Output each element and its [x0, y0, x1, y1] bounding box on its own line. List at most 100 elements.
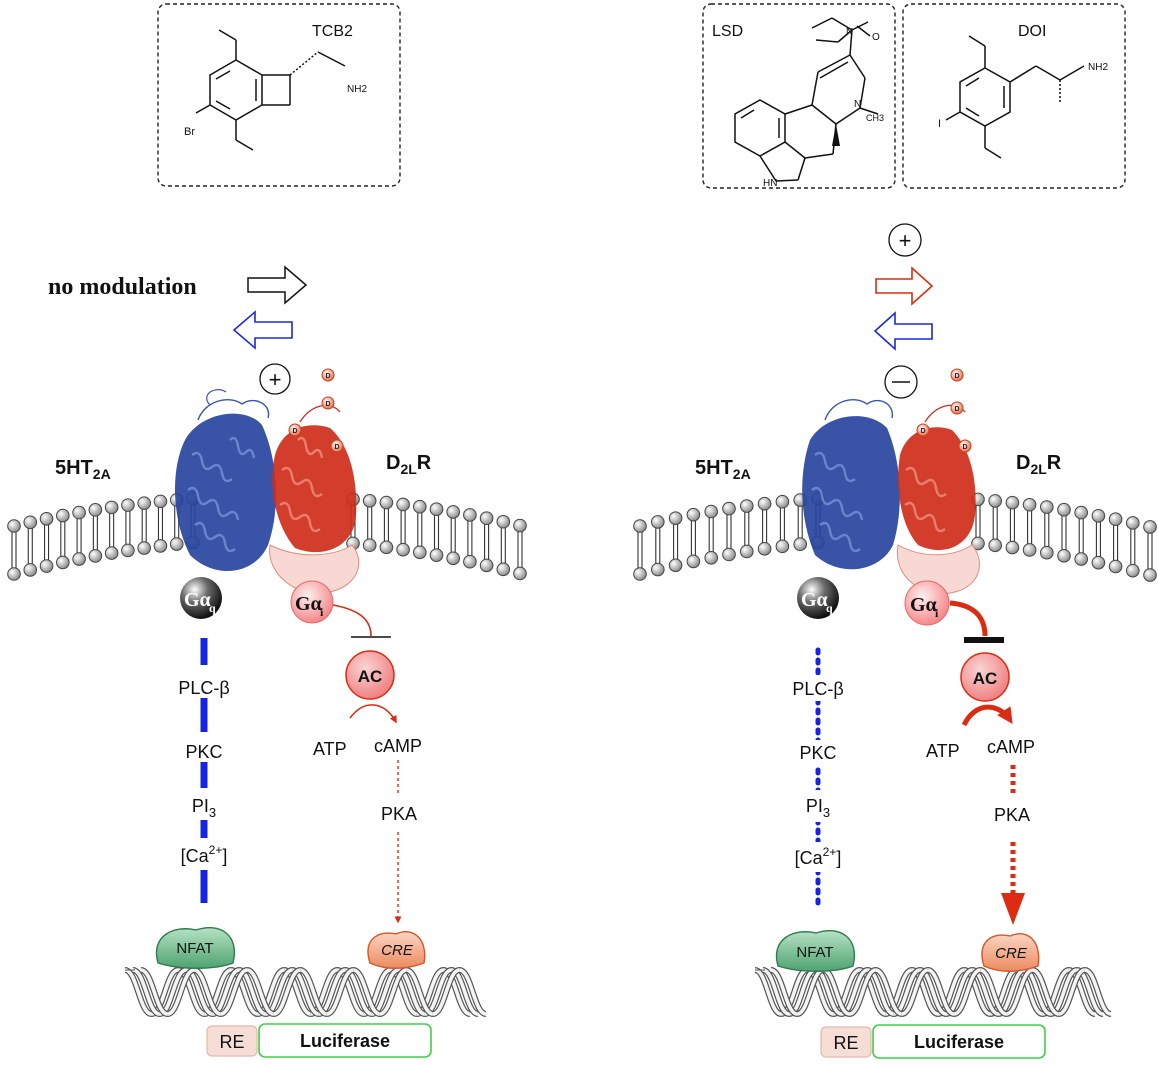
atp-to-camp-arrow: [349, 704, 397, 724]
arrow-left-blue-icon: [232, 310, 293, 350]
svg-text:+: +: [269, 367, 282, 392]
arrow-right-red-icon: [875, 266, 934, 306]
cre-element: CRE: [367, 931, 426, 969]
dopamine-ligand: D: [958, 439, 972, 453]
tcb2-structure-box: TCB2 Br NH2: [157, 3, 401, 187]
svg-text:AC: AC: [358, 667, 383, 686]
receptor-5ht2a-label: 5HT2A: [695, 457, 751, 482]
galpha-i-protein: Gα i: [290, 580, 334, 624]
lsd-structure: [734, 17, 879, 182]
dopamine-ligand: D: [321, 368, 335, 382]
receptor-5ht2a-protein: [802, 399, 900, 570]
svg-text:D: D: [325, 373, 330, 380]
nfat-factor: NFAT: [155, 927, 236, 969]
atp-to-camp-arrow: [961, 704, 1013, 727]
svg-text:i: i: [935, 606, 939, 620]
tcb2-nh2-atom: NH2: [347, 84, 367, 95]
plus-circle-icon: +: [888, 223, 922, 257]
galpha-i-protein: Gα i: [904, 580, 950, 626]
lsd-label: LSD: [712, 23, 743, 40]
nfat-factor: NFAT: [775, 930, 856, 972]
svg-text:Luciferase: Luciferase: [300, 1031, 390, 1051]
calcium-label: [Ca2+]: [181, 843, 228, 866]
doi-nh2-atom: NH2: [1088, 62, 1108, 73]
pi3-label: PI3: [192, 796, 216, 820]
lsd-o-atom: O: [872, 32, 880, 43]
dopamine-ligand: D: [950, 401, 964, 415]
dopamine-ligand: D: [916, 423, 930, 437]
svg-text:AC: AC: [973, 669, 998, 688]
dna-helix: [753, 967, 1113, 1017]
luciferase-box: Luciferase: [258, 1023, 432, 1058]
doi-i-atom: I: [938, 118, 941, 130]
svg-text:CRE: CRE: [995, 945, 1028, 962]
cre-element: CRE: [981, 933, 1040, 972]
no-modulation-label: no modulation: [48, 274, 197, 300]
svg-text:RE: RE: [219, 1032, 244, 1052]
svg-text:D: D: [292, 428, 297, 435]
cell-membrane: [633, 491, 1157, 582]
galpha-q-protein: Gα q: [180, 577, 222, 619]
svg-text:+: +: [899, 228, 912, 253]
calcium-label: [Ca2+]: [795, 845, 842, 868]
lsd-structure-box: LSD N O N CH3 HN: [702, 3, 896, 189]
svg-text:q: q: [826, 601, 833, 615]
lsd-hn-atom: HN: [763, 178, 777, 189]
atp-label: ATP: [313, 739, 347, 759]
lsd-n2-atom: N: [854, 99, 861, 110]
receptor-5ht2a-protein: [174, 389, 276, 572]
tcb2-structure: [195, 29, 346, 151]
dopamine-ligands: D D D D: [288, 368, 344, 453]
receptor-d2lr-protein: [269, 404, 360, 594]
svg-text:RE: RE: [833, 1033, 858, 1053]
camp-label: cAMP: [374, 736, 422, 756]
doi-structure: [945, 35, 1085, 159]
lsd-ch3-atom: CH3: [866, 113, 884, 123]
svg-text:NFAT: NFAT: [796, 944, 833, 961]
svg-text:D: D: [962, 444, 967, 451]
receptor-5ht2a-label: 5HT2A: [55, 457, 111, 482]
svg-text:D: D: [920, 428, 925, 435]
pi3-label: PI3: [806, 796, 830, 820]
pka-to-cre-arrow: [1001, 842, 1025, 925]
doi-structure-box: DOI I NH2: [902, 3, 1126, 189]
re-box: RE: [820, 1026, 872, 1058]
tcb2-label: TCB2: [312, 23, 353, 40]
plc-beta-label: PLC-β: [178, 678, 229, 698]
right-panel: + − 5HT2A D2LR: [633, 223, 1157, 1059]
svg-text:Gα: Gα: [295, 593, 322, 615]
pkc-label: PKC: [185, 742, 222, 762]
camp-label: cAMP: [987, 737, 1035, 757]
svg-text:NFAT: NFAT: [176, 940, 213, 957]
dopamine-ligand: D: [330, 439, 344, 453]
svg-text:i: i: [320, 605, 324, 619]
plus-circle-icon: +: [259, 363, 291, 395]
svg-text:D: D: [334, 444, 339, 451]
svg-text:D: D: [954, 406, 959, 413]
dna-helix: [123, 967, 488, 1017]
plc-beta-label: PLC-β: [792, 679, 843, 699]
adenylyl-cyclase: AC: [960, 652, 1010, 702]
dopamine-ligand: D: [950, 368, 964, 382]
tcb2-br-atom: Br: [184, 126, 195, 138]
svg-text:D: D: [325, 401, 330, 408]
left-panel: no modulation + 5HT2A D2LR: [7, 265, 527, 1058]
svg-text:CRE: CRE: [381, 942, 414, 959]
inhibition-line: [332, 604, 391, 638]
svg-text:q: q: [209, 601, 216, 615]
arrow-right-outline-icon: [247, 265, 308, 305]
svg-text:Gα: Gα: [801, 589, 828, 611]
svg-text:D: D: [954, 373, 959, 380]
dopamine-ligands: D D D D: [916, 368, 972, 453]
receptor-d2lr-label: D2LR: [386, 452, 432, 477]
receptor-d2lr-protein: [896, 404, 980, 595]
arrow-left-blue-icon: [873, 311, 933, 351]
adenylyl-cyclase: AC: [345, 650, 395, 700]
pka-label: PKA: [994, 805, 1030, 825]
re-box: RE: [206, 1025, 258, 1057]
receptor-d2lr-label: D2LR: [1016, 452, 1062, 477]
dopamine-ligand: D: [288, 423, 302, 437]
atp-label: ATP: [926, 741, 960, 761]
svg-text:Gα: Gα: [184, 589, 211, 611]
